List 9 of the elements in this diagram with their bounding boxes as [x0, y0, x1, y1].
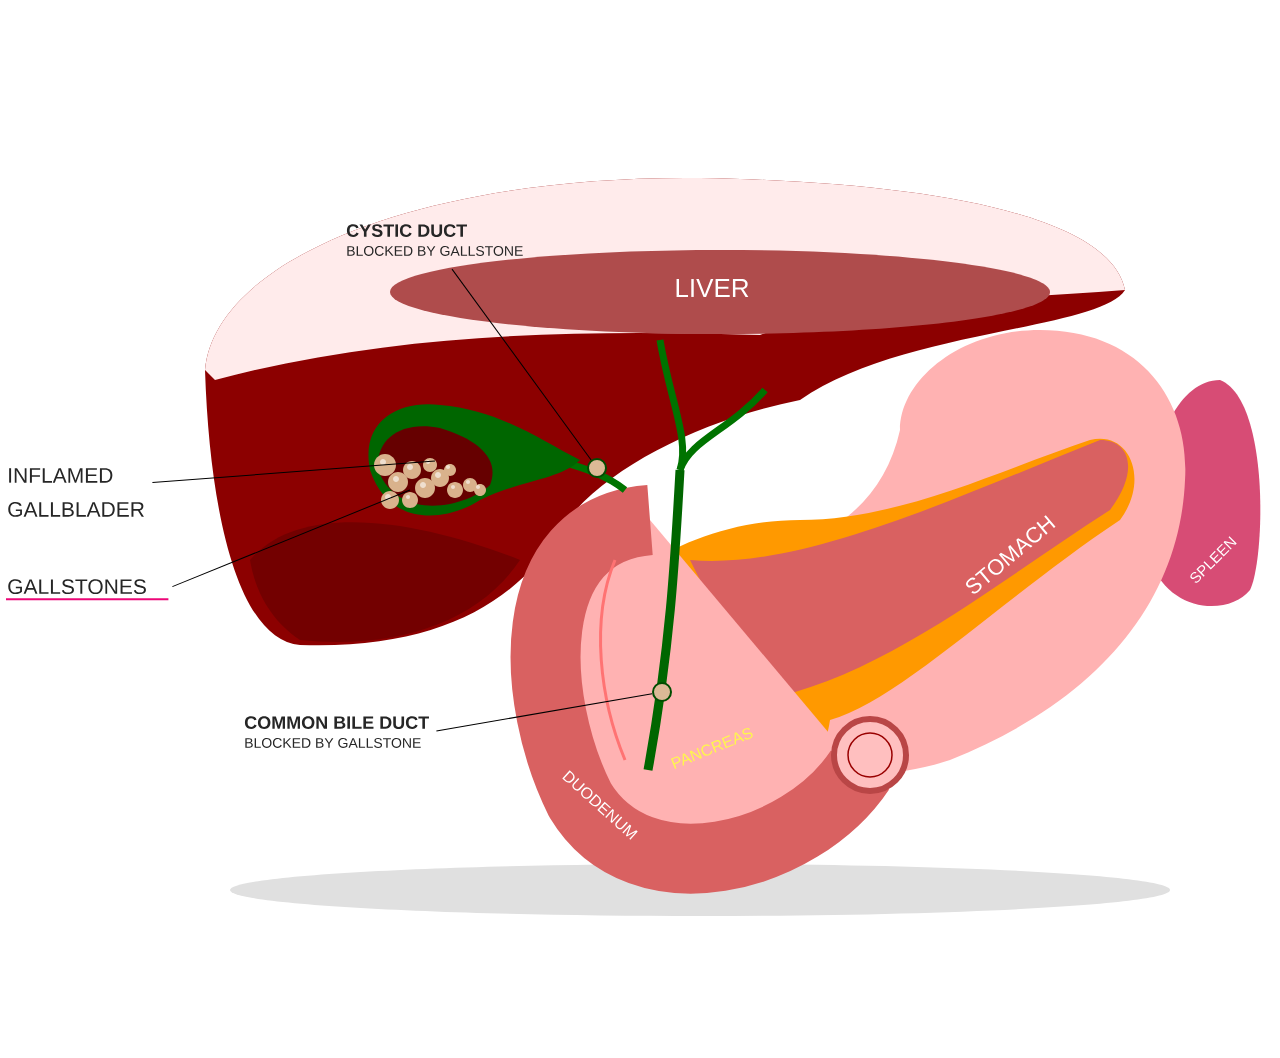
callout-label: COMMON BILE DUCT BLOCKED BY GALLSTONE — [244, 716, 429, 748]
leader-line — [171, 489, 411, 588]
organ-label: LIVER — [676, 279, 749, 297]
leader-line — [451, 268, 592, 461]
callout-label: CYSTIC DUCT BLOCKED BY GALLSTONE — [346, 224, 523, 256]
leader-line — [151, 460, 436, 484]
callout-label: GALLSTONES — [5, 579, 170, 601]
callout-label: INFLAMED GALLBLADER — [8, 468, 144, 517]
leader-line — [435, 693, 653, 732]
